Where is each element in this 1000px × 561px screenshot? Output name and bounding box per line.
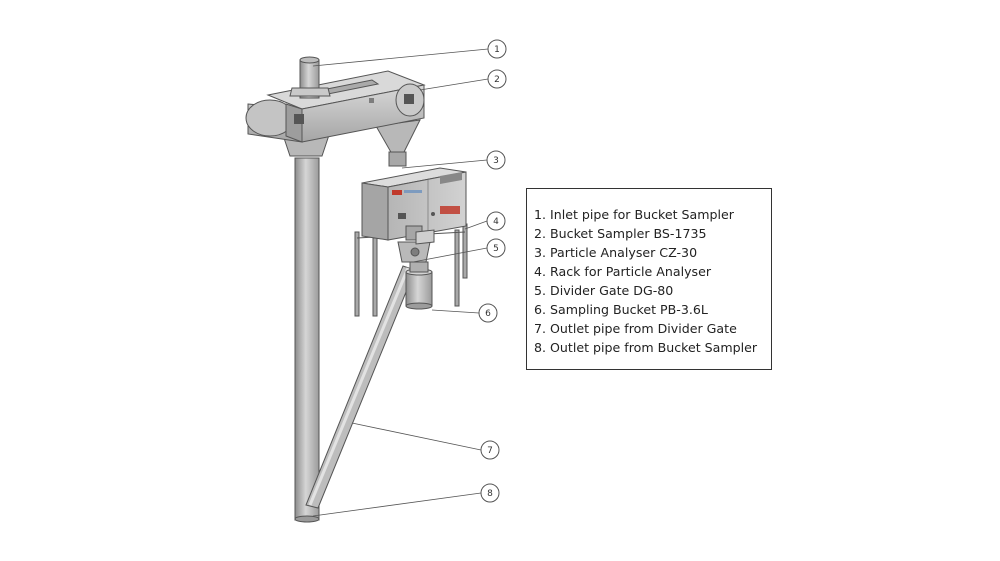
- inlet-pipe: [289, 56, 331, 99]
- particle-analyser: [361, 167, 467, 241]
- callout-label: 4: [493, 217, 499, 227]
- callout-label: 8: [487, 489, 493, 499]
- callout-3: 3: [486, 150, 506, 170]
- bucket-sampler: [245, 70, 426, 167]
- legend-item-inlet-pipe: 1. Inlet pipe for Bucket Sampler: [534, 207, 734, 222]
- legend-item-outlet-divider: 7. Outlet pipe from Divider Gate: [534, 321, 737, 336]
- callout-8: 8: [480, 483, 500, 503]
- callout-label: 5: [493, 244, 499, 254]
- legend-item-sampling-bucket: 6. Sampling Bucket PB-3.6L: [534, 302, 708, 317]
- legend: 1. Inlet pipe for Bucket Sampler 2. Buck…: [526, 188, 772, 370]
- callout-label: 7: [487, 446, 493, 456]
- callout-5: 5: [486, 238, 506, 258]
- divider-gate: [397, 225, 435, 263]
- outlet-pipe-bucket-sampler: [294, 157, 320, 523]
- sampling-bucket: [405, 261, 433, 310]
- brand-label: [392, 190, 402, 195]
- legend-item-rack: 4. Rack for Particle Analyser: [534, 264, 712, 279]
- callout-2: 2: [487, 69, 507, 89]
- callout-1: 1: [487, 39, 507, 59]
- callout-label: 6: [485, 309, 491, 319]
- callout-6: 6: [478, 303, 498, 323]
- legend-item-particle-analyser: 3. Particle Analyser CZ-30: [534, 245, 698, 260]
- callout-4: 4: [486, 211, 506, 231]
- legend-item-bucket-sampler: 2. Bucket Sampler BS-1735: [534, 226, 707, 241]
- callout-7: 7: [480, 440, 500, 460]
- brand-plate: [440, 206, 460, 214]
- outlet-pipe-divider-gate: [305, 265, 416, 509]
- leader-lines: [312, 48, 489, 517]
- callout-label: 3: [493, 156, 499, 166]
- callout-label: 2: [494, 75, 500, 85]
- legend-item-divider-gate: 5. Divider Gate DG-80: [534, 283, 674, 298]
- legend-item-outlet-sampler: 8. Outlet pipe from Bucket Sampler: [534, 340, 758, 355]
- callout-label: 1: [494, 45, 500, 55]
